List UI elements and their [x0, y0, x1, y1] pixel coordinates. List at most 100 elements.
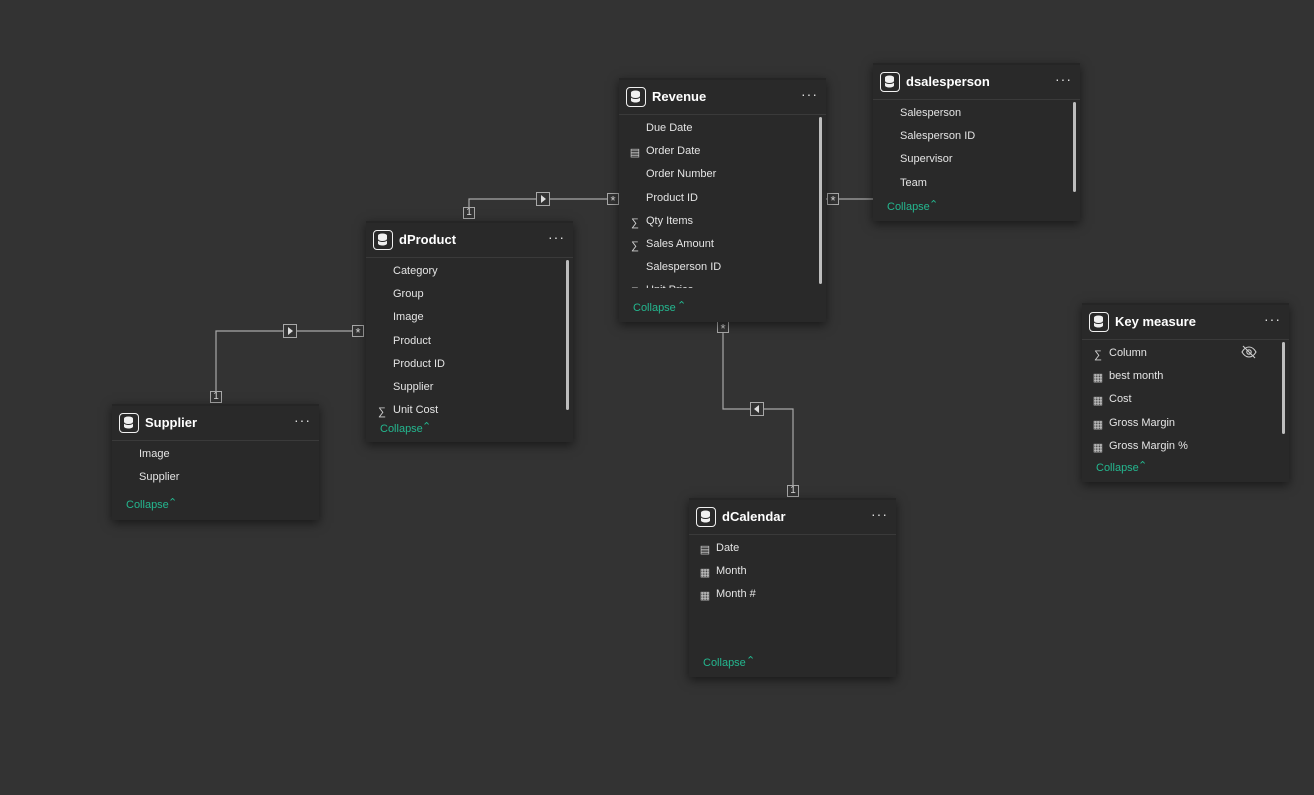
table-title: dCalendar [722, 509, 786, 524]
field-row[interactable]: ∑Unit Cost [376, 400, 438, 420]
field-label: Qty Items [646, 214, 694, 227]
field-row[interactable]: ▦Gross Margin % [1092, 436, 1188, 456]
more-options-icon[interactable]: ··· [294, 412, 311, 428]
field-row[interactable]: Group [376, 284, 424, 304]
filter-direction-icon [283, 324, 297, 338]
chevron-up-icon[interactable]: ⌃ [677, 300, 687, 312]
hidden-eye-icon[interactable] [1241, 345, 1257, 364]
field-type-spacer [629, 260, 641, 272]
chevron-up-icon[interactable]: ⌃ [929, 199, 939, 211]
table-header[interactable]: dsalesperson ··· [873, 65, 1080, 100]
collapse-button[interactable]: Collapse [703, 657, 746, 669]
table-card-key-measure[interactable]: Key measure ··· ∑Column▦best month▦Cost▦… [1082, 303, 1289, 482]
collapse-button[interactable]: Collapse [126, 499, 169, 511]
calendar-icon: ▤ [699, 544, 711, 556]
more-options-icon[interactable]: ··· [801, 86, 818, 102]
table-header[interactable]: Revenue ··· [619, 80, 826, 115]
field-row[interactable]: ∑Sales Amount [629, 234, 714, 254]
field-row[interactable]: Image [122, 444, 170, 464]
more-options-icon[interactable]: ··· [1264, 311, 1281, 327]
scrollbar[interactable] [1073, 102, 1076, 192]
more-options-icon[interactable]: ··· [548, 229, 565, 245]
field-type-spacer [629, 121, 641, 133]
calculated-column-icon: ▦ [699, 567, 711, 580]
more-options-icon[interactable]: ··· [871, 506, 888, 522]
scrollbar[interactable] [1282, 342, 1285, 434]
chevron-up-icon[interactable]: ⌃ [1138, 460, 1148, 472]
database-icon [696, 507, 716, 527]
field-label: Unit Price [646, 284, 694, 288]
field-row[interactable]: ▦best month [1092, 366, 1164, 386]
cardinality-many-marker: * [717, 321, 729, 336]
field-row[interactable]: Image [376, 307, 424, 327]
field-row[interactable]: Team [883, 173, 927, 193]
scrollbar[interactable] [819, 117, 822, 284]
measure-icon: ▦ [1092, 395, 1104, 408]
sigma-icon: ∑ [631, 216, 639, 229]
measure-icon: ▦ [1092, 372, 1104, 385]
field-row[interactable]: ▤Date [699, 538, 739, 558]
field-row[interactable]: Product ID [376, 354, 445, 374]
field-type-spacer [629, 167, 641, 179]
field-row[interactable]: ∑ Qty Items [629, 211, 693, 231]
filter-direction-icon [750, 402, 764, 416]
field-row[interactable]: Order Number [629, 164, 716, 184]
calculated-column-icon: ▦ [699, 590, 711, 603]
chevron-up-icon[interactable]: ⌃ [168, 497, 178, 509]
cardinality-one-marker: 1 [787, 485, 799, 497]
table-header[interactable]: dProduct ··· [366, 223, 573, 258]
cardinality-one-marker: 1 [463, 207, 475, 219]
field-label: Column [1109, 347, 1147, 359]
field-label: Product [393, 334, 431, 347]
chevron-up-icon[interactable]: ⌃ [746, 655, 756, 667]
field-row[interactable]: ▦Cost [1092, 389, 1132, 409]
field-label: Unit Cost [393, 404, 439, 417]
sigma-icon: ∑ [629, 286, 641, 288]
scrollbar[interactable] [566, 260, 569, 410]
field-type-spacer [122, 447, 134, 459]
field-row[interactable]: ∑Column [1092, 343, 1147, 363]
table-header[interactable]: dCalendar ··· [689, 500, 896, 535]
collapse-button[interactable]: Collapse [887, 201, 930, 213]
field-row[interactable]: ▦ Gross Margin [1092, 413, 1175, 433]
field-row[interactable]: ▤Order Date [629, 141, 701, 161]
collapse-button[interactable]: Collapse [633, 302, 676, 314]
field-row[interactable]: Supplier [376, 377, 433, 397]
field-row[interactable]: Category [376, 261, 438, 281]
table-header[interactable]: Key measure ··· [1082, 305, 1289, 340]
field-row[interactable]: Salesperson ID [629, 257, 721, 277]
field-label: Month # [716, 588, 756, 601]
chevron-up-icon[interactable]: ⌃ [422, 421, 432, 433]
field-row[interactable]: Due Date [629, 118, 692, 138]
collapse-button[interactable]: Collapse [1096, 462, 1139, 474]
measure-icon: ▦ [1092, 418, 1104, 431]
field-row[interactable]: Salesperson ID [883, 126, 975, 146]
field-row[interactable]: Supplier [122, 467, 179, 487]
field-row[interactable]: Salesperson [883, 103, 961, 123]
field-row[interactable]: Product [376, 331, 431, 351]
measure-icon: ▦ [1092, 441, 1104, 454]
field-row[interactable]: ▦Month [699, 561, 747, 581]
field-row[interactable]: Product ID [629, 188, 698, 208]
field-label: Team [900, 176, 927, 189]
field-row[interactable]: Supervisor [883, 149, 953, 169]
field-label: Image [139, 448, 170, 460]
field-row[interactable]: ∑ Unit Price [629, 280, 694, 288]
table-title: Revenue [652, 89, 707, 104]
calendar-icon: ▤ [629, 147, 641, 160]
collapse-button[interactable]: Collapse [380, 423, 423, 435]
field-label: Gross Margin [1109, 416, 1176, 429]
field-row[interactable]: ▦ Month # [699, 584, 756, 604]
more-options-icon[interactable]: ··· [1055, 71, 1072, 87]
database-icon [373, 230, 393, 250]
table-card-dcalendar[interactable]: dCalendar ··· ▤Date▦Month▦Month # Collap… [689, 498, 896, 677]
table-header[interactable]: Supplier ··· [112, 406, 319, 441]
field-label: Salesperson ID [646, 261, 722, 274]
